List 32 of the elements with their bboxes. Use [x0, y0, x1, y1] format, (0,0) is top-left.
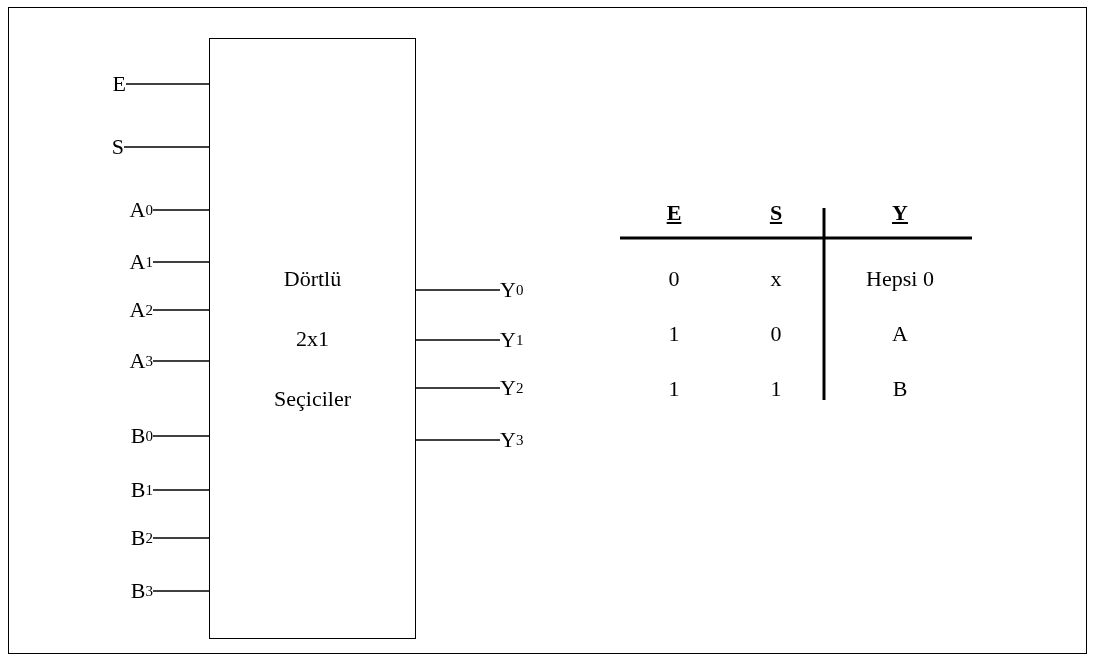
table-value: B [892, 374, 908, 403]
box-label: Seçiciler [274, 386, 351, 411]
wire [152, 489, 210, 491]
box-label: Dörtlü [283, 266, 342, 291]
wire [125, 83, 210, 85]
table-value: 0 [770, 319, 782, 348]
table-header: S [769, 199, 783, 227]
wire [123, 146, 210, 148]
wire [152, 537, 210, 539]
wire [152, 360, 210, 362]
wire [152, 590, 210, 592]
table-value: A [892, 319, 908, 348]
wire [152, 309, 210, 311]
table-value: 1 [668, 374, 680, 403]
table-value: 1 [668, 319, 680, 348]
pin-label: S [80, 133, 124, 161]
table-header: Y [892, 199, 908, 227]
table-value: 0 [668, 264, 680, 293]
wire [415, 439, 501, 441]
wire [152, 435, 210, 437]
table-header: E [666, 199, 682, 227]
selector-box [209, 38, 416, 639]
wire [415, 339, 501, 341]
wire [415, 387, 501, 389]
table-value: Hepsi 0 [866, 264, 934, 293]
table-value: x [770, 264, 782, 293]
table-value: 1 [770, 374, 782, 403]
wire [152, 209, 210, 211]
wire [152, 261, 210, 263]
wire [415, 289, 501, 291]
pin-label: E [82, 70, 126, 98]
box-label: 2x1 [296, 326, 329, 351]
